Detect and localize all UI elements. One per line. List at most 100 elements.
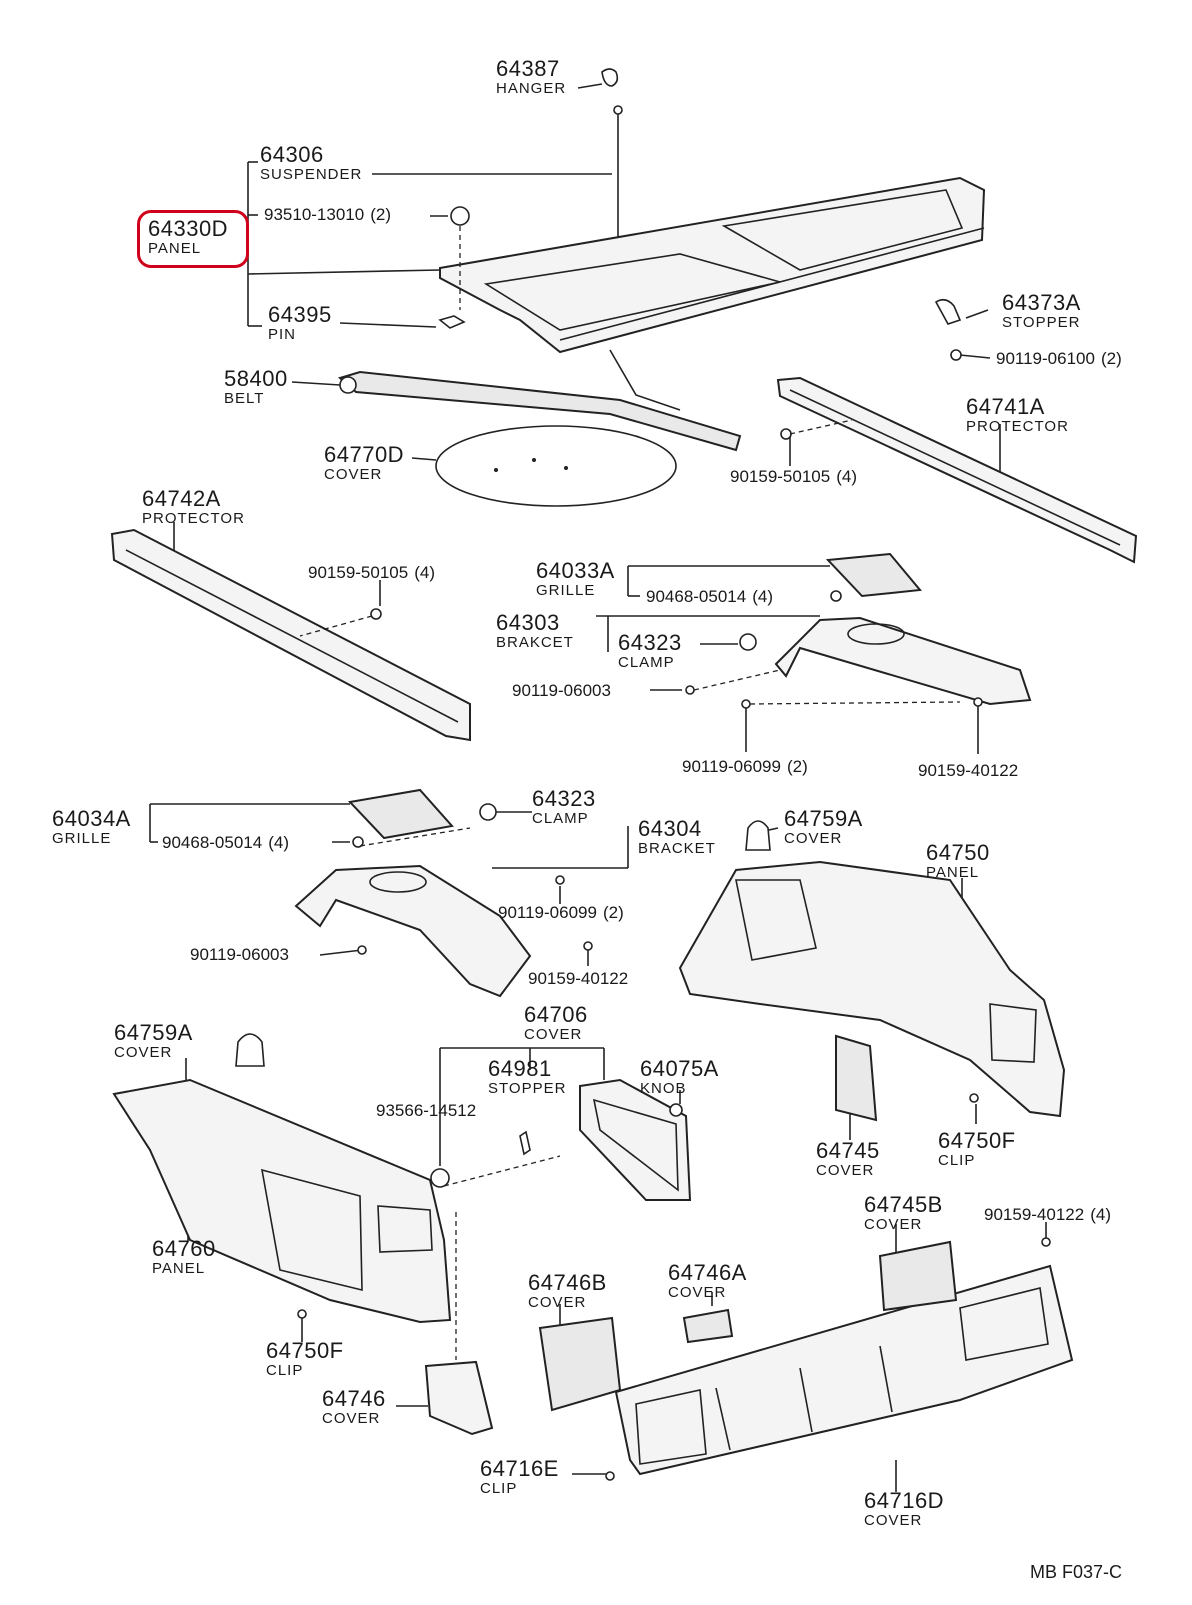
part-number: 64373A (1002, 290, 1081, 315)
part-name: PROTECTOR (142, 510, 245, 527)
part-number: 64770D (324, 442, 405, 467)
fastener-90159-40122-c: 90159-40122(4) (984, 1206, 1111, 1223)
part-name: COVER (528, 1294, 587, 1311)
part-number: 64741A (966, 394, 1045, 419)
part-name: PANEL (148, 240, 202, 257)
part-number: 64330D (148, 216, 229, 241)
fastener-90159-50105-a: 90159-50105(4) (730, 468, 857, 485)
part-name: PANEL (926, 864, 980, 881)
part-number: 64746B (528, 1270, 607, 1295)
part-name: PANEL (152, 1260, 206, 1277)
cover-64746-drawing (424, 1360, 494, 1436)
fastener-number: 90468-05014 (646, 587, 747, 606)
fastener-93510-13010: 93510-13010 (2) (264, 206, 391, 223)
fastener-90119-06003-b: 90119-06003 (190, 946, 295, 963)
fastener-90119-06099-a: 90119-06099(2) (682, 758, 808, 775)
part-number: 64750 (926, 840, 990, 865)
part-number: 64745 (816, 1138, 880, 1163)
part-name: COVER (784, 830, 843, 847)
fastener-number: 90119-06100 (996, 349, 1095, 368)
highlight-ring (137, 210, 249, 268)
fastener-number: 90468-05014 (162, 833, 263, 852)
part-number: 64745B (864, 1192, 943, 1217)
part-name: CLAMP (532, 810, 589, 827)
part-number: 64304 (638, 816, 702, 841)
fastener-qty: (4) (414, 563, 435, 582)
fastener-90119-06003-a: 90119-06003 (512, 682, 617, 699)
part-number: 64759A (784, 806, 863, 831)
part-number: 64759A (114, 1020, 193, 1045)
part-number: 64760 (152, 1236, 216, 1261)
part-number: 64323 (618, 630, 682, 655)
fastener-qty: (2) (602, 903, 624, 922)
fastener-number: 90159-40122 (984, 1205, 1085, 1224)
part-name: GRILLE (536, 582, 596, 599)
spare-cover-drawing (435, 425, 677, 507)
part-name: PROTECTOR (966, 418, 1069, 435)
part-name: CLIP (266, 1362, 304, 1379)
fastener-qty: (2) (370, 205, 391, 224)
part-number: 64323 (532, 786, 596, 811)
fastener-90159-50105-b: 90159-50105(4) (308, 564, 435, 581)
panel-64760-drawing (112, 1033, 561, 1360)
part-name: COVER (864, 1512, 923, 1529)
fastener-number: 90119-06003 (190, 945, 289, 964)
panel-64750-drawing (678, 820, 1066, 1122)
fastener-number: 90119-06099 (498, 903, 597, 922)
part-number: 58400 (224, 366, 288, 391)
part-name: COVER (114, 1044, 173, 1061)
fastener-number: 90119-06099 (682, 757, 781, 776)
fastener-number: 93510-13010 (264, 205, 365, 224)
part-number: 64395 (268, 302, 332, 327)
bracket-64303-drawing (685, 552, 1032, 709)
part-name: COVER (524, 1026, 583, 1043)
cover-64716D-drawing (538, 1237, 1074, 1481)
part-name: COVER (324, 466, 383, 483)
part-number: 64746A (668, 1260, 747, 1285)
belt-drawing (337, 349, 742, 452)
part-name: CLIP (480, 1480, 518, 1497)
part-number: 64742A (142, 486, 221, 511)
part-number: 64716E (480, 1456, 559, 1481)
part-name: SUSPENDER (260, 166, 363, 183)
fastener-number: 90159-40122 (918, 761, 1019, 780)
part-name: COVER (864, 1216, 923, 1233)
fastener-qty: (2) (1100, 349, 1122, 368)
fastener-qty: (4) (836, 467, 857, 486)
part-number: 64387 (496, 56, 560, 81)
part-name: COVER (668, 1284, 727, 1301)
fastener-90468-05014-b: 90468-05014 (4) (162, 834, 289, 851)
part-number: 64306 (260, 142, 324, 167)
part-name: COVER (816, 1162, 875, 1179)
protector-64741A-drawing (776, 376, 1138, 564)
part-number: 64750F (938, 1128, 1016, 1153)
part-name: CLAMP (618, 654, 675, 671)
fastener-number: 93566-14512 (376, 1101, 477, 1120)
part-name: HANGER (496, 80, 567, 97)
part-number: 64303 (496, 610, 560, 635)
fastener-qty: (4) (268, 833, 289, 852)
part-number: 64981 (488, 1056, 552, 1081)
protector-64742A-drawing (110, 528, 471, 742)
fastener-90119-06099-b: 90119-06099 (2) (498, 904, 624, 921)
part-name: BRAKCET (496, 634, 574, 651)
